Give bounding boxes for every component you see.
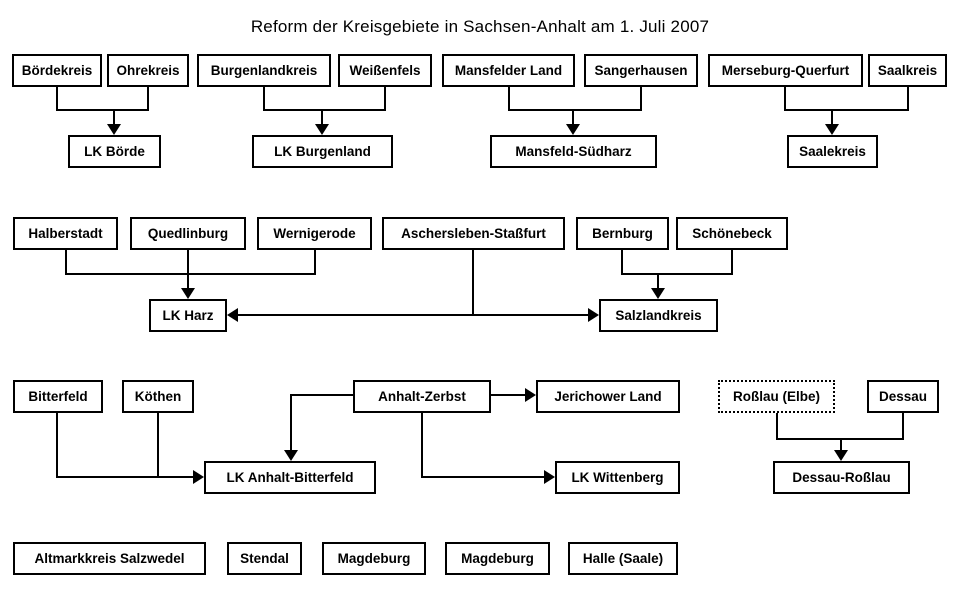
connector-line bbox=[56, 87, 58, 111]
connector-line bbox=[56, 413, 58, 478]
connector-line bbox=[65, 250, 67, 275]
connector-line bbox=[321, 109, 323, 127]
node-wernigerode: Wernigerode bbox=[257, 217, 372, 250]
node-bitterfeld: Bitterfeld bbox=[13, 380, 103, 413]
connector-line bbox=[187, 250, 189, 275]
arrowhead-right-icon bbox=[588, 308, 599, 322]
node-bernburg: Bernburg bbox=[576, 217, 669, 250]
node-salzlandkreis: Salzlandkreis bbox=[599, 299, 718, 332]
node-altmarkkreis-salzwedel: Altmarkkreis Salzwedel bbox=[13, 542, 206, 575]
node-saalekreis: Saalekreis bbox=[787, 135, 878, 168]
node-merseburg-querfurt: Merseburg-Querfurt bbox=[708, 54, 863, 87]
connector-line bbox=[56, 109, 149, 111]
connector-line bbox=[147, 87, 149, 111]
connector-line bbox=[491, 394, 525, 396]
node-stendal: Stendal bbox=[227, 542, 302, 575]
connector-line bbox=[784, 109, 909, 111]
node-lk-harz: LK Harz bbox=[149, 299, 227, 332]
connector-line bbox=[56, 476, 193, 478]
connector-line bbox=[384, 87, 386, 111]
connector-line bbox=[157, 413, 159, 478]
node-burgenlandkreis: Burgenlandkreis bbox=[197, 54, 331, 87]
connector-line bbox=[263, 109, 386, 111]
node-magdeburg-2: Magdeburg bbox=[445, 542, 550, 575]
node-saalkreis: Saalkreis bbox=[868, 54, 947, 87]
connector-line bbox=[508, 87, 510, 111]
connector-line bbox=[421, 476, 544, 478]
node-weissenfels: Weißenfels bbox=[338, 54, 432, 87]
connector-line bbox=[731, 250, 733, 275]
connector-line bbox=[238, 314, 588, 316]
connector-line bbox=[907, 87, 909, 111]
diagram-title: Reform der Kreisgebiete in Sachsen-Anhal… bbox=[250, 17, 710, 36]
arrowhead-right-icon bbox=[525, 388, 536, 402]
node-schoenebeck: Schönebeck bbox=[676, 217, 788, 250]
arrowhead-left-icon bbox=[227, 308, 238, 322]
connector-line bbox=[776, 413, 778, 440]
node-lk-burgenland: LK Burgenland bbox=[252, 135, 393, 168]
arrowhead-right-icon bbox=[193, 470, 204, 484]
arrowhead-down-icon bbox=[107, 124, 121, 135]
connector-line bbox=[902, 413, 904, 440]
arrowhead-down-icon bbox=[651, 288, 665, 299]
node-magdeburg-1: Magdeburg bbox=[322, 542, 426, 575]
connector-line bbox=[263, 87, 265, 111]
connector-line bbox=[65, 273, 316, 275]
connector-line bbox=[508, 109, 642, 111]
node-mansfeld-suedharz: Mansfeld-Südharz bbox=[490, 135, 657, 168]
node-dessau: Dessau bbox=[867, 380, 939, 413]
connector-line bbox=[840, 438, 842, 452]
connector-line bbox=[621, 250, 623, 275]
connector-line bbox=[187, 273, 189, 289]
arrowhead-down-icon bbox=[566, 124, 580, 135]
connector-line bbox=[113, 109, 115, 127]
connector-line bbox=[572, 109, 574, 127]
node-anhalt-zerbst: Anhalt-Zerbst bbox=[353, 380, 491, 413]
node-rosslau-elbe: Roßlau (Elbe) bbox=[718, 380, 835, 413]
node-halle-saale: Halle (Saale) bbox=[568, 542, 678, 575]
connector-line bbox=[621, 273, 733, 275]
arrowhead-right-icon bbox=[544, 470, 555, 484]
connector-line bbox=[784, 87, 786, 111]
node-dessau-rosslau: Dessau-Roßlau bbox=[773, 461, 910, 494]
node-lk-boerde: LK Börde bbox=[68, 135, 161, 168]
node-lk-wittenberg: LK Wittenberg bbox=[555, 461, 680, 494]
node-quedlinburg: Quedlinburg bbox=[130, 217, 246, 250]
node-lk-anhalt-bitterfeld: LK Anhalt-Bitterfeld bbox=[204, 461, 376, 494]
arrowhead-down-icon bbox=[284, 450, 298, 461]
node-boerdekreis: Bördekreis bbox=[12, 54, 102, 87]
connector-line bbox=[472, 250, 474, 316]
connector-line bbox=[657, 273, 659, 289]
connector-line bbox=[290, 394, 292, 451]
arrowhead-down-icon bbox=[181, 288, 195, 299]
node-mansfelder-land: Mansfelder Land bbox=[442, 54, 575, 87]
node-jerichower-land: Jerichower Land bbox=[536, 380, 680, 413]
arrowhead-down-icon bbox=[834, 450, 848, 461]
connector-line bbox=[640, 87, 642, 111]
connector-line bbox=[421, 413, 423, 478]
arrowhead-down-icon bbox=[315, 124, 329, 135]
connector-line bbox=[290, 394, 353, 396]
node-sangerhausen: Sangerhausen bbox=[584, 54, 698, 87]
node-aschersleben-stassfurt: Aschersleben-Staßfurt bbox=[382, 217, 565, 250]
node-ohrekreis: Ohrekreis bbox=[107, 54, 189, 87]
node-koethen: Köthen bbox=[122, 380, 194, 413]
node-halberstadt: Halberstadt bbox=[13, 217, 118, 250]
connector-line bbox=[831, 109, 833, 127]
connector-line bbox=[314, 250, 316, 275]
arrowhead-down-icon bbox=[825, 124, 839, 135]
